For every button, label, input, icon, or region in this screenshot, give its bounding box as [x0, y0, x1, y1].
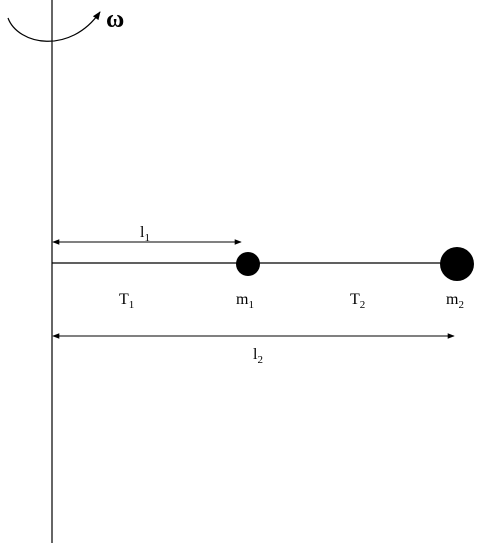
- t1-label: T1: [119, 291, 134, 311]
- mass-2: [440, 247, 474, 281]
- omega-label: ω: [106, 6, 124, 33]
- m2-label: m2: [446, 291, 464, 311]
- m1-label: m1: [236, 291, 254, 311]
- l2-label: l2: [253, 346, 263, 366]
- t2-label: T2: [350, 291, 365, 311]
- l1-label: l1: [140, 224, 150, 244]
- rotation-arc: [7, 11, 101, 42]
- mass-1: [236, 252, 260, 276]
